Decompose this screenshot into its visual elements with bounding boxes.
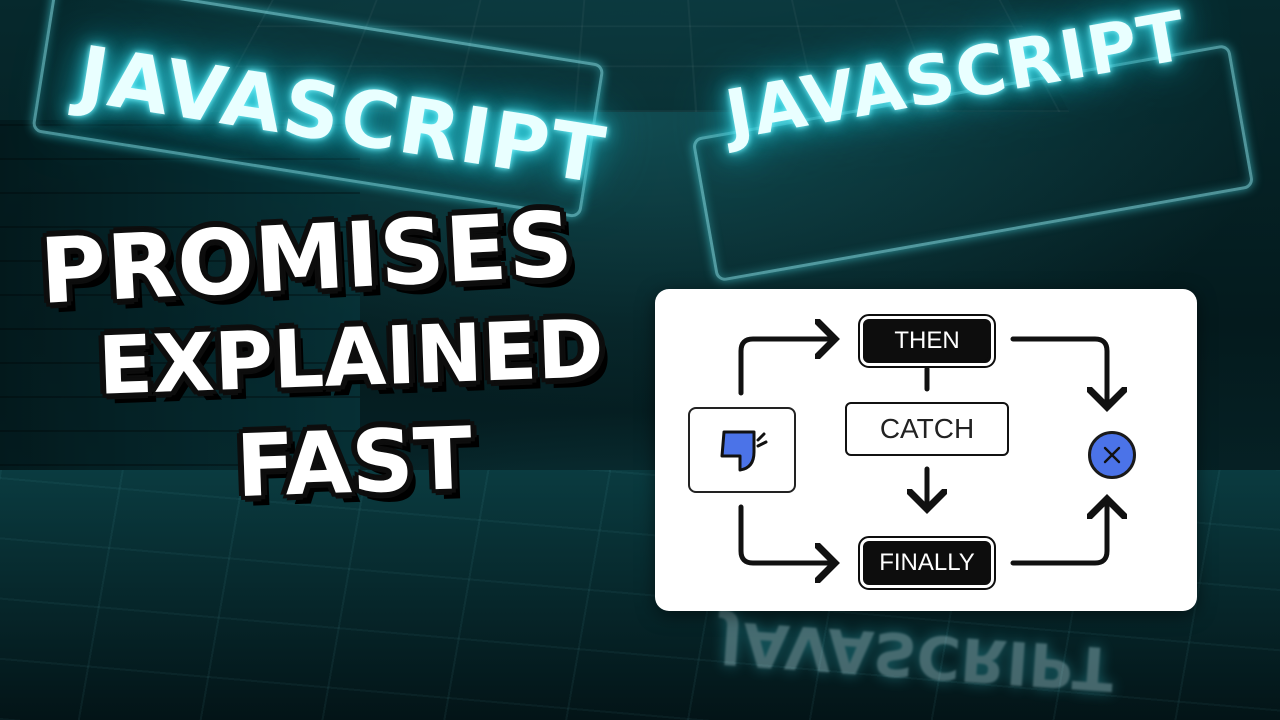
title-line-3: FAST [234,408,474,518]
promise-flow-diagram: THEN CATCH FINALLY [655,289,1197,611]
arrow-then-to-end [1010,336,1107,407]
arrow-finally-to-end [1010,499,1107,566]
then-node: THEN [858,314,996,368]
close-icon [1103,446,1121,464]
title-line-2: EXPLAINED [96,302,606,413]
finally-node: FINALLY [858,536,996,590]
catch-node: CATCH [845,402,1009,456]
promise-icon [720,430,768,472]
flow-arrows [738,289,1197,611]
arrow-start-to-then [738,339,835,396]
title-line-1: PROMISES [37,192,577,325]
arrow-start-to-finally [738,504,835,563]
end-node [1088,431,1136,479]
brick-wall [0,120,360,500]
promise-start-node [688,407,796,493]
